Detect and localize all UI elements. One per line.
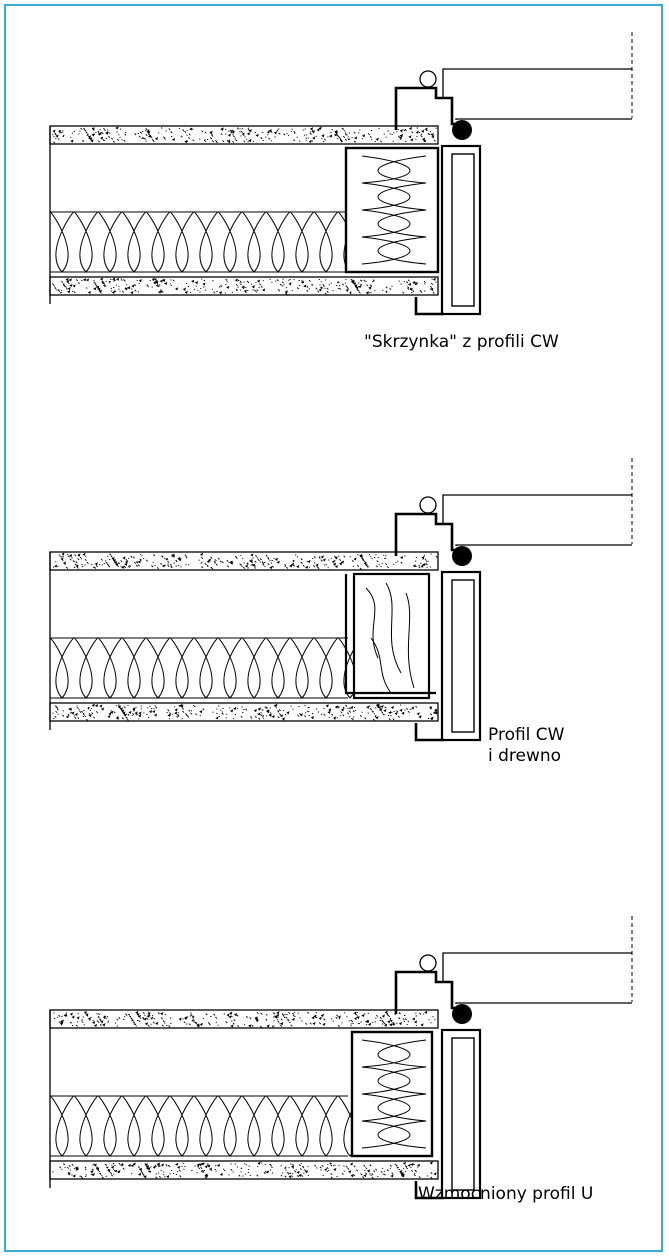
door-frame-head — [394, 86, 458, 130]
detail-cw-box-drawing — [49, 32, 633, 316]
board-texture — [53, 1010, 436, 1028]
section-group — [49, 458, 633, 742]
caption-u-reinforced: Wzmocniony profil U — [418, 1184, 593, 1205]
profile-insulation-fill — [361, 1039, 427, 1149]
seal-circle-open — [419, 496, 437, 514]
door-frame-head — [394, 970, 458, 1014]
seal-circle-open — [419, 70, 437, 88]
board-texture — [52, 552, 438, 570]
caption-line: Profil CW — [488, 725, 565, 745]
board-texture — [52, 126, 437, 144]
board-texture — [52, 703, 438, 721]
frame-line-lower — [455, 544, 632, 546]
caption-line: "Skrzynka" z profili CW — [364, 332, 559, 352]
door-leaf-inner — [451, 153, 475, 307]
figure-frame: "Skrzynka" z profili CW Profil CW i drew… — [4, 4, 663, 1252]
door-frame-foot — [414, 297, 444, 316]
board-texture — [52, 1161, 437, 1179]
door-leaf-inner — [451, 579, 475, 733]
frame-line-lower — [455, 118, 632, 120]
frame-line-upper — [442, 494, 632, 524]
section-group — [49, 32, 633, 316]
door-frame-head — [394, 512, 458, 556]
door-frame-foot — [414, 723, 444, 742]
frame-line-upper — [442, 952, 632, 982]
frame-line-upper — [442, 68, 632, 98]
plasterboard-top — [49, 1009, 439, 1029]
door-frame-foot — [414, 1181, 444, 1200]
wood-grain — [365, 582, 415, 694]
frame-line-lower — [455, 1002, 632, 1004]
board-texture — [51, 277, 437, 295]
detail-cw-wood-drawing — [49, 458, 633, 742]
mineral-wool-insulation — [49, 637, 363, 699]
door-leaf-inner — [451, 1037, 475, 1191]
caption-line: i drewno — [488, 746, 562, 766]
section-group — [49, 916, 633, 1200]
caption-cw-box: "Skrzynka" z profili CW — [364, 332, 559, 353]
seal-circle-open — [419, 954, 437, 972]
mineral-wool-insulation — [49, 1095, 363, 1157]
caption-cw-wood: Profil CW i drewno — [488, 725, 564, 767]
detail-u-reinforced-drawing — [49, 916, 633, 1200]
cw-profile-outline — [344, 574, 436, 695]
plasterboard-bottom — [49, 702, 439, 722]
caption-line: Wzmocniony profil U — [418, 1184, 594, 1204]
mineral-wool-insulation — [49, 211, 363, 273]
profile-insulation-fill — [361, 155, 427, 265]
